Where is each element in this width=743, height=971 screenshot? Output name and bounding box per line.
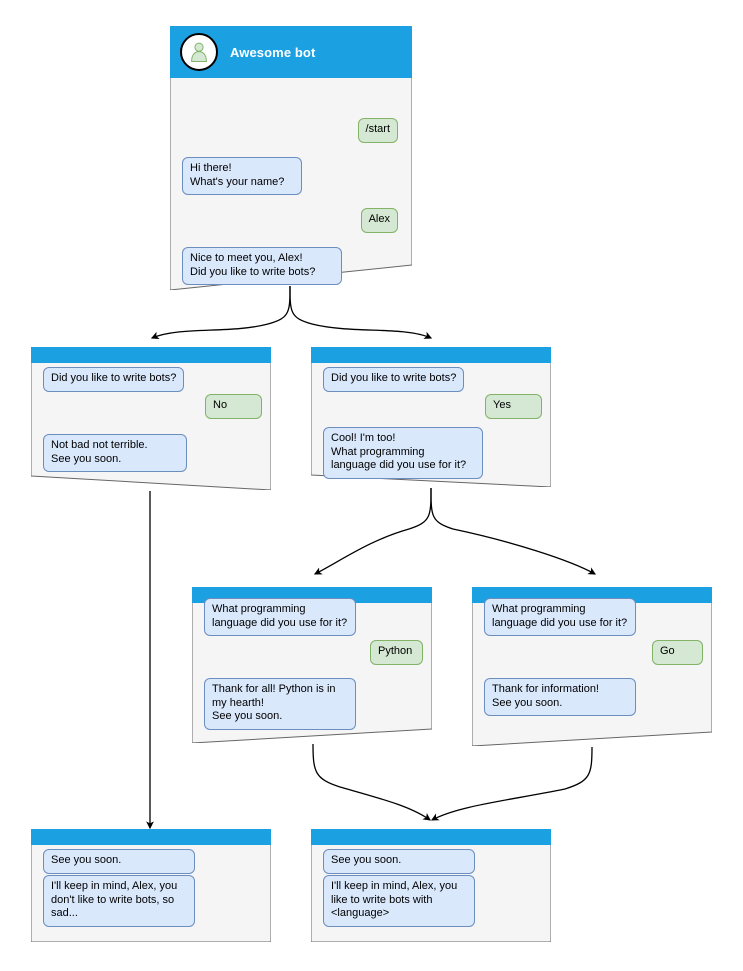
message-bubble-user: Python (370, 640, 423, 665)
person-glyph-icon (191, 42, 207, 62)
node-end-no-header (31, 829, 271, 845)
message-bubble-bot: Thank for all! Python is in my hearth! S… (204, 678, 356, 730)
edge-go-to-end-yes (430, 746, 593, 821)
message-bubble-bot: Did you like to write bots? (43, 367, 185, 392)
message-bubble-bot: Nice to meet you, Alex! Did you like to … (182, 247, 342, 285)
message-bubble-bot: See you soon. (323, 849, 475, 874)
bot-title: Awesome bot (230, 44, 316, 60)
message-bubble-bot: What programming language did you use fo… (204, 598, 356, 636)
message-bubble-user: Alex (360, 208, 398, 233)
message-bubble-bot: Did you like to write bots? (323, 367, 465, 392)
node-end-yes[interactable]: See you soon. I'll keep in mind, Alex, y… (311, 829, 551, 942)
message-bubble-bot: Hi there! What's your name? (182, 157, 302, 195)
edge-yes-to-python (313, 487, 432, 575)
message-bubble-bot: Thank for information! See you soon. (484, 678, 636, 716)
node-python-branch[interactable]: What programming language did you use fo… (192, 587, 432, 743)
node-start-header: Awesome bot (170, 26, 412, 78)
message-bubble-bot: What programming language did you use fo… (484, 598, 636, 636)
message-bubble-user: Yes (485, 394, 542, 419)
edge-python-to-end-yes (312, 743, 431, 821)
message-bubble-bot: Cool! I'm too! What programming language… (323, 427, 483, 479)
node-end-no[interactable]: See you soon. I'll keep in mind, Alex, y… (31, 829, 271, 942)
message-bubble-user: /start (357, 118, 398, 143)
message-bubble-user: No (205, 394, 262, 419)
node-yes-branch-header (311, 347, 551, 363)
edge-start-to-no (150, 285, 291, 339)
node-no-branch[interactable]: Did you like to write bots? No Not bad n… (31, 347, 271, 490)
message-bubble-bot: I'll keep in mind, Alex, you don't like … (43, 875, 195, 927)
message-bubble-bot: See you soon. (43, 849, 195, 874)
node-start[interactable]: Awesome bot /start Hi there! What's your… (170, 26, 412, 290)
edge-yes-to-go (430, 487, 597, 575)
node-go-branch[interactable]: What programming language did you use fo… (472, 587, 712, 746)
node-yes-branch[interactable]: Did you like to write bots? Yes Cool! I'… (311, 347, 551, 487)
person-avatar-icon (180, 33, 218, 71)
node-no-branch-header (31, 347, 271, 363)
message-bubble-bot: Not bad not terrible. See you soon. (43, 434, 187, 472)
node-end-yes-header (311, 829, 551, 845)
message-bubble-user: Go (652, 640, 703, 665)
edge-start-to-yes (289, 285, 433, 339)
message-bubble-bot: I'll keep in mind, Alex, you like to wri… (323, 875, 475, 927)
